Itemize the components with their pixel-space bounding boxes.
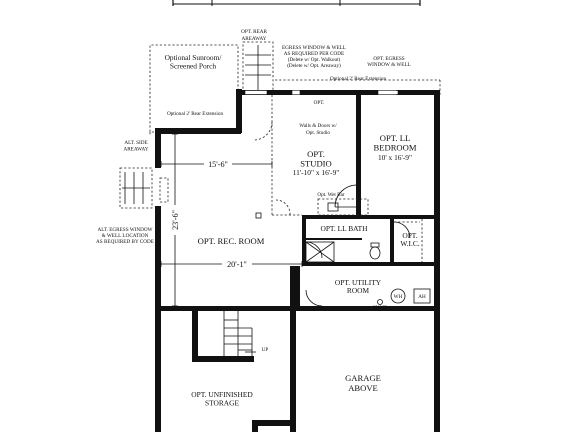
rear-windows [244,90,399,95]
sunroom-line1: Optional Sunroom/ [165,53,223,62]
egress-right-line1: OPT. EGRESS [373,56,404,62]
storage-name-line2: STORAGE [205,399,239,408]
walls-doors-line1: Walls & Doors w/ [299,123,337,129]
sump-label: SUMP [373,305,387,311]
water-heater-label: WH [394,294,403,300]
studio-name-line2: STUDIO [300,159,332,169]
egress-left-line2: AS REQUIRED PER CODE [284,51,344,57]
rec-room-name: OPT. REC. ROOM [198,236,265,246]
rec-width-upper: 15'-6" [208,160,228,169]
alt-egress-line3: AS REQUIRED BY CODE [96,239,154,245]
opt-rear-areaway [242,41,274,93]
wic-name-line1: OPT. [402,231,417,240]
egress-right-line2: WINDOW & WELL [367,62,411,68]
alt-egress-line1: ALT. EGRESS WINDOW [97,227,152,233]
storage-name-line1: OPT. UNFINISHED [191,390,253,399]
wic-name-line2: W.I.C. [400,239,419,248]
garage-name-line2: ABOVE [348,383,378,393]
ll-bath-name: OPT. LL BATH [320,224,368,233]
bedroom-name-line2: BEDROOM [374,143,417,153]
studio-name-line1: OPT. [307,149,325,159]
top-fragment [172,0,421,6]
post-marker [255,212,262,219]
studio-size: 11'-10" x 16'-9" [293,168,340,177]
air-handler-label: AH [418,294,426,300]
rear-areaway-line1: OPT. REAR [241,29,267,35]
bath-fixtures [305,241,381,263]
garage-name-line1: GARAGE [345,373,381,383]
side-areaway-line1: ALT. SIDE [124,140,147,146]
wic-shelving [394,219,423,262]
exterior-walls [154,89,440,432]
egress-left-line1: EGRESS WINDOW & WELL [282,45,346,51]
studio-optional-walls [253,95,302,216]
interior-walls [290,95,434,306]
stair-up-label: UP [262,347,269,353]
alt-egress-line2: & WELL LOCATION [102,233,149,239]
side-areaway-line2: AREAWAY [123,147,148,153]
bedroom-name-line1: OPT. LL [380,133,410,143]
egress-left-line4: (Delete w/ Opt. Areaway) [287,62,341,69]
utility-name-line2: ROOM [347,286,370,295]
dimension-labels: 15'-6" 20'-1" 23'-6" [170,158,252,269]
rec-width-lower: 20'-1" [227,260,247,269]
egress-left-line3: (Delete w/ Opt. Walkout) [288,56,341,63]
opt-door-label: OPT. [314,100,325,106]
rec-depth: 23'-6" [171,210,180,230]
wet-bar-label: Opt. Wet Bar [317,192,345,198]
optional-sunroom-area [149,44,239,135]
rear-extension-lower-label: Optional 2' Rear Extension [167,111,224,117]
svg-text:OPT.STUDIO: OPT.STUDIO [300,149,332,169]
svg-text:Optional Sunroom/Screened Porc: Optional Sunroom/Screened Porch [165,53,223,71]
side-areaway [119,167,169,209]
bedroom-size: 10' x 16'-9" [378,153,412,162]
rear-areaway-line2: AREAWAY [241,36,266,42]
stair [223,311,256,356]
rear-extension-upper-label: Optional 2' Rear Extension [330,76,387,82]
utility-name-line1: OPT. UTILITY [335,278,382,287]
wet-bar [317,198,369,216]
walls-doors-line2: Opt. Studio [306,130,330,136]
svg-text:Walls & Doors w/Opt. Studio: Walls & Doors w/Opt. Studio [299,123,337,136]
svg-text:OPT.W.I.C.: OPT.W.I.C. [400,231,419,248]
sunroom-line2: Screened Porch [170,62,216,71]
utility-equipment [377,288,431,305]
